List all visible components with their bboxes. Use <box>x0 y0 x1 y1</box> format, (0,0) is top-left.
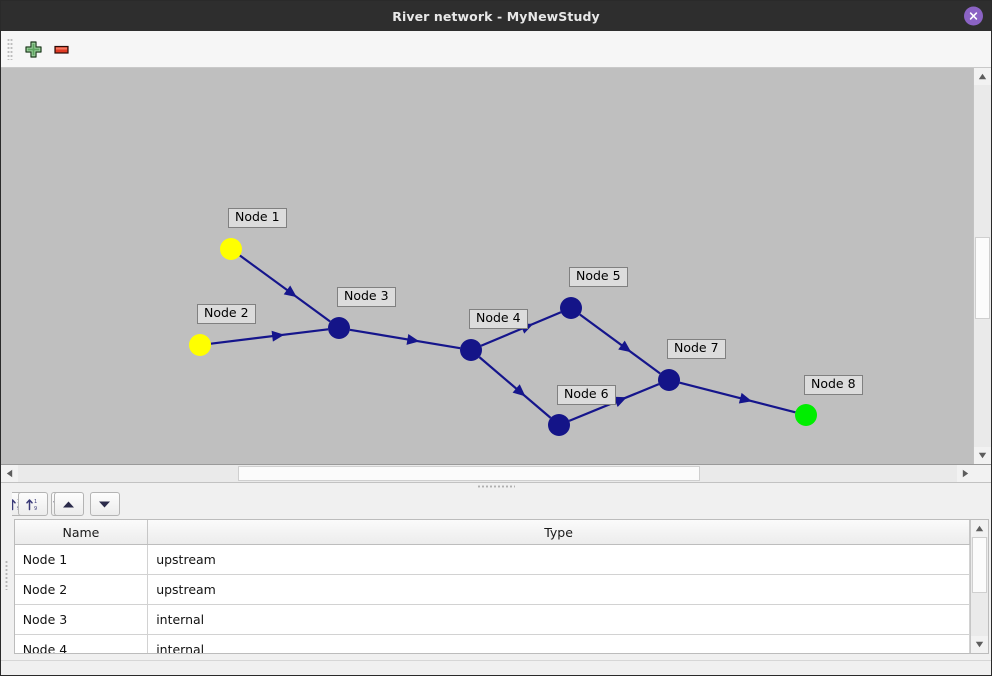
edge-arrow-icon <box>618 340 632 353</box>
graph-label-node-6[interactable]: Node 6 <box>557 385 616 405</box>
title-bar: River network - MyNewStudy <box>1 1 991 31</box>
minus-icon <box>53 45 69 54</box>
graph-label-node-3[interactable]: Node 3 <box>337 287 396 307</box>
edge-line[interactable] <box>679 381 796 414</box>
triangle-up-icon <box>63 501 75 507</box>
edge-arrow-icon <box>613 396 627 407</box>
nodes-sort-button[interactable]: 1 9 <box>17 492 48 516</box>
edge-line[interactable] <box>480 311 562 347</box>
nodes-header-type[interactable]: Type <box>147 520 970 545</box>
edge-line[interactable] <box>210 328 329 345</box>
scroll-down-arrow-icon[interactable] <box>974 447 991 464</box>
graph-label-node-1[interactable]: Node 1 <box>228 208 287 228</box>
horizontal-splitter[interactable] <box>1 483 991 489</box>
canvas-vertical-scrollbar[interactable] <box>973 68 991 464</box>
nodes-vscroll-track[interactable] <box>970 537 988 636</box>
plus-icon <box>24 40 42 58</box>
nodes-cell-name[interactable]: Node 2 <box>14 574 149 605</box>
vertical-splitter[interactable] <box>1 489 12 660</box>
nodes-vertical-scrollbar[interactable] <box>969 520 988 653</box>
svg-text:1: 1 <box>34 499 37 505</box>
edge-arrow-icon <box>738 392 753 404</box>
canvas-hscroll-thumb[interactable] <box>238 466 700 481</box>
edge-arrow-icon <box>271 330 285 342</box>
canvas-horizontal-scrollbar[interactable] <box>1 465 991 483</box>
window-title: River network - MyNewStudy <box>392 8 600 24</box>
nodes-toolbar: 1 9 <box>12 489 991 519</box>
nodes-cell-type[interactable]: internal <box>147 604 970 635</box>
main-toolbar <box>1 31 991 68</box>
nodes-cell-type[interactable]: upstream <box>147 544 970 575</box>
edge-arrow-icon <box>512 384 526 397</box>
edge-line[interactable] <box>349 328 461 350</box>
scroll-left-arrow-icon[interactable] <box>1 465 18 482</box>
network-graph[interactable] <box>1 68 976 464</box>
scroll-up-arrow-icon[interactable] <box>974 68 991 85</box>
edge-arrow-icon <box>283 285 297 298</box>
graph-label-node-5[interactable]: Node 5 <box>569 267 628 287</box>
canvas-hscroll-track[interactable] <box>18 465 957 482</box>
nodes-scroll-up-arrow-icon[interactable] <box>970 520 988 537</box>
toolbar-grip[interactable] <box>7 38 13 60</box>
status-bar <box>1 660 991 675</box>
triangle-down-icon <box>99 501 111 507</box>
nodes-cell-type[interactable]: upstream <box>147 574 970 605</box>
graph-node-node-1[interactable] <box>220 238 242 260</box>
edge-line[interactable] <box>579 313 661 375</box>
scrollbar-corner <box>974 465 991 482</box>
graph-node-node-2[interactable] <box>189 334 211 356</box>
splitter-grip <box>477 484 515 488</box>
graph-label-node-2[interactable]: Node 2 <box>197 304 256 324</box>
graph-node-node-3[interactable] <box>328 317 350 339</box>
graph-label-node-8[interactable]: Node 8 <box>804 375 863 395</box>
nodes-cell-name[interactable]: Node 4 <box>14 634 149 653</box>
edge-arrow-icon <box>406 333 420 345</box>
edge-line[interactable] <box>478 356 552 419</box>
graph-node-node-4[interactable] <box>460 339 482 361</box>
graph-label-node-7[interactable]: Node 7 <box>667 339 726 359</box>
close-icon[interactable] <box>964 6 983 26</box>
nodes-move-down-button[interactable] <box>89 492 120 516</box>
network-canvas[interactable]: Node 1 Node 2 Node 3 Node 4 Node 5 Node 6 Node… <box>1 68 991 465</box>
nodes-move-up-button[interactable] <box>53 492 84 516</box>
canvas-vscroll-track[interactable] <box>974 85 991 447</box>
graph-label-node-4[interactable]: Node 4 <box>469 309 528 329</box>
scroll-right-arrow-icon[interactable] <box>957 465 974 482</box>
canvas-vscroll-thumb[interactable] <box>975 237 990 319</box>
nodes-scroll-down-arrow-icon[interactable] <box>970 636 988 653</box>
graph-node-node-6[interactable] <box>548 414 570 436</box>
nodes-header-name[interactable]: Name <box>14 520 149 545</box>
vertical-splitter-grip <box>5 559 9 590</box>
nodes-cell-type[interactable]: internal <box>147 634 970 653</box>
graph-node-node-8[interactable] <box>795 404 817 426</box>
nodes-vscroll-thumb[interactable] <box>971 537 987 593</box>
delete-node-button[interactable] <box>47 35 75 63</box>
nodes-cell-name[interactable]: Node 1 <box>14 544 149 575</box>
svg-text:9: 9 <box>34 506 37 512</box>
sort-az-icon: 1 9 <box>26 499 37 512</box>
add-node-button[interactable] <box>19 35 47 63</box>
graph-node-node-5[interactable] <box>560 297 582 319</box>
graph-node-node-7[interactable] <box>658 369 680 391</box>
nodes-cell-name[interactable]: Node 3 <box>14 604 149 635</box>
edge-line[interactable] <box>239 254 331 323</box>
